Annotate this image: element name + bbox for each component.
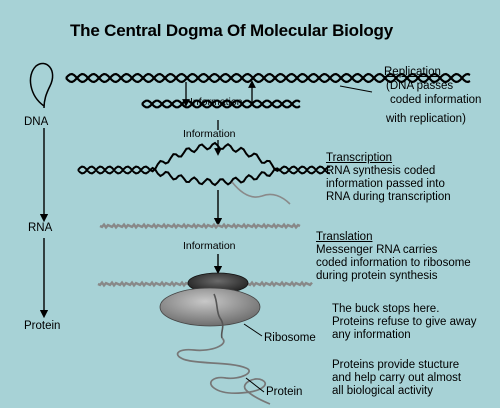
mrna-tail [231,181,291,205]
dna-helix-replicated [141,99,301,109]
replication-heading: Replication [384,66,441,78]
protein-chain [176,337,271,405]
protein-column-label: Protein [24,320,61,332]
ribosome-large-subunit [159,287,261,327]
translation-heading: Translation [316,231,373,243]
rna-strand-upper [99,222,301,230]
transcription-bubble [77,141,331,187]
dna-label: DNA [24,116,49,128]
translation-line1: Messenger RNA carries [316,244,438,256]
ribosome-label: Ribosome [264,332,316,344]
page-title: The Central Dogma Of Molecular Biology [70,21,393,40]
dna-helix-top [65,72,471,84]
information-label-2: Information [183,128,236,140]
replication-line3: with replication) [386,113,466,125]
buck-line3: any information [332,329,411,341]
transcription-line3: RNA during transcription [326,191,451,203]
protein-strand-label: Protein [266,386,303,398]
buck-line1: The buck stops here. [332,303,440,315]
proteins-provide-line1: Proteins provide stucture [332,359,460,371]
replication-line1: (DNA passes [386,80,454,92]
information-label-3: Information [183,240,236,252]
dna-loop [29,62,54,109]
ribosome-pointer [243,323,263,337]
replication-line2: coded information [390,94,482,106]
proteins-provide-line3: all biological activity [332,385,433,397]
rna-label: RNA [28,222,53,234]
protein-pointer [245,377,265,393]
proteins-provide-line2: and help carry out almost [332,372,462,384]
translation-line3: during protein synthesis [316,270,438,282]
replication-information-label: Information [190,96,243,108]
replication-pointer [339,85,373,93]
buck-line2: Proteins refuse to give away [332,316,477,328]
transcription-line1: RNA synthesis coded [326,165,436,177]
translation-line2: coded information to ribosome [316,257,471,269]
transcription-line2: information passed into [326,178,445,190]
transcription-heading: Transcription [326,152,393,164]
nascent-peptide [213,293,224,339]
